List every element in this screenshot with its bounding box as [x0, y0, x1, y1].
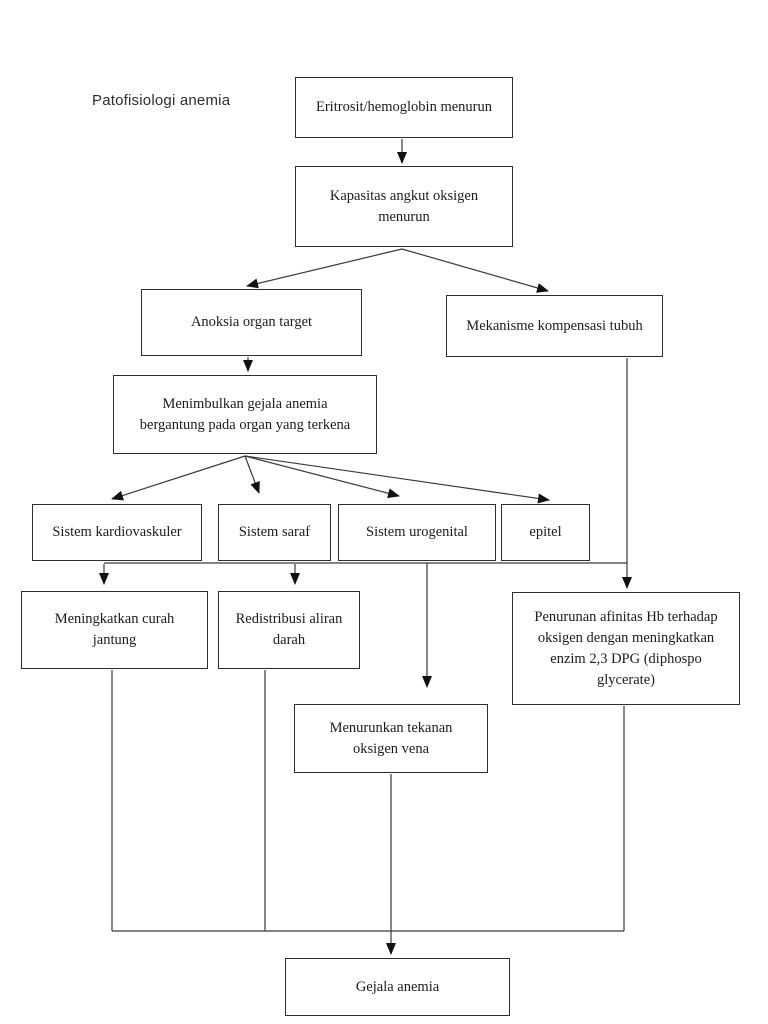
arrow-menimbulkan-to-urogenital	[244, 455, 400, 499]
arrow-menimbulkan-to-saraf	[244, 455, 260, 494]
node-menurunkan-tekanan-oksigen: Menurunkan tekanan oksigen vena	[294, 704, 488, 773]
arrow-kapasitas-to-mekanisme	[401, 248, 549, 293]
node-anoksia-organ-target: Anoksia organ target	[141, 289, 362, 356]
node-epitel: epitel	[501, 504, 590, 561]
node-menimbulkan-gejala: Menimbulkan gejala anemia bergantung pad…	[113, 375, 377, 454]
node-mekanisme-kompensasi: Mekanisme kompensasi tubuh	[446, 295, 663, 357]
node-meningkatkan-curah-jantung: Meningkatkan curah jantung	[21, 591, 208, 669]
arrow-menimbulkan-to-epitel	[244, 455, 550, 504]
node-kapasitas-angkut: Kapasitas angkut oksigen menurun	[295, 166, 513, 247]
node-sistem-saraf: Sistem saraf	[218, 504, 331, 561]
node-sistem-urogenital: Sistem urogenital	[338, 504, 496, 561]
node-eritrosit-menurun: Eritrosit/hemoglobin menurun	[295, 77, 513, 138]
node-redistribusi-aliran-darah: Redistribusi aliran darah	[218, 591, 360, 669]
arrow-kapasitas-to-anoksia	[246, 248, 403, 289]
node-sistem-kardiovaskuler: Sistem kardiovaskuler	[32, 504, 202, 561]
node-penurunan-afinitas-hb: Penurunan afinitas Hb terhadap oksigen d…	[512, 592, 740, 705]
arrow-menimbulkan-to-kardiovaskuler	[111, 455, 246, 501]
diagram-title: Patofisiologi anemia	[92, 92, 231, 109]
node-gejala-anemia: Gejala anemia	[285, 958, 510, 1016]
